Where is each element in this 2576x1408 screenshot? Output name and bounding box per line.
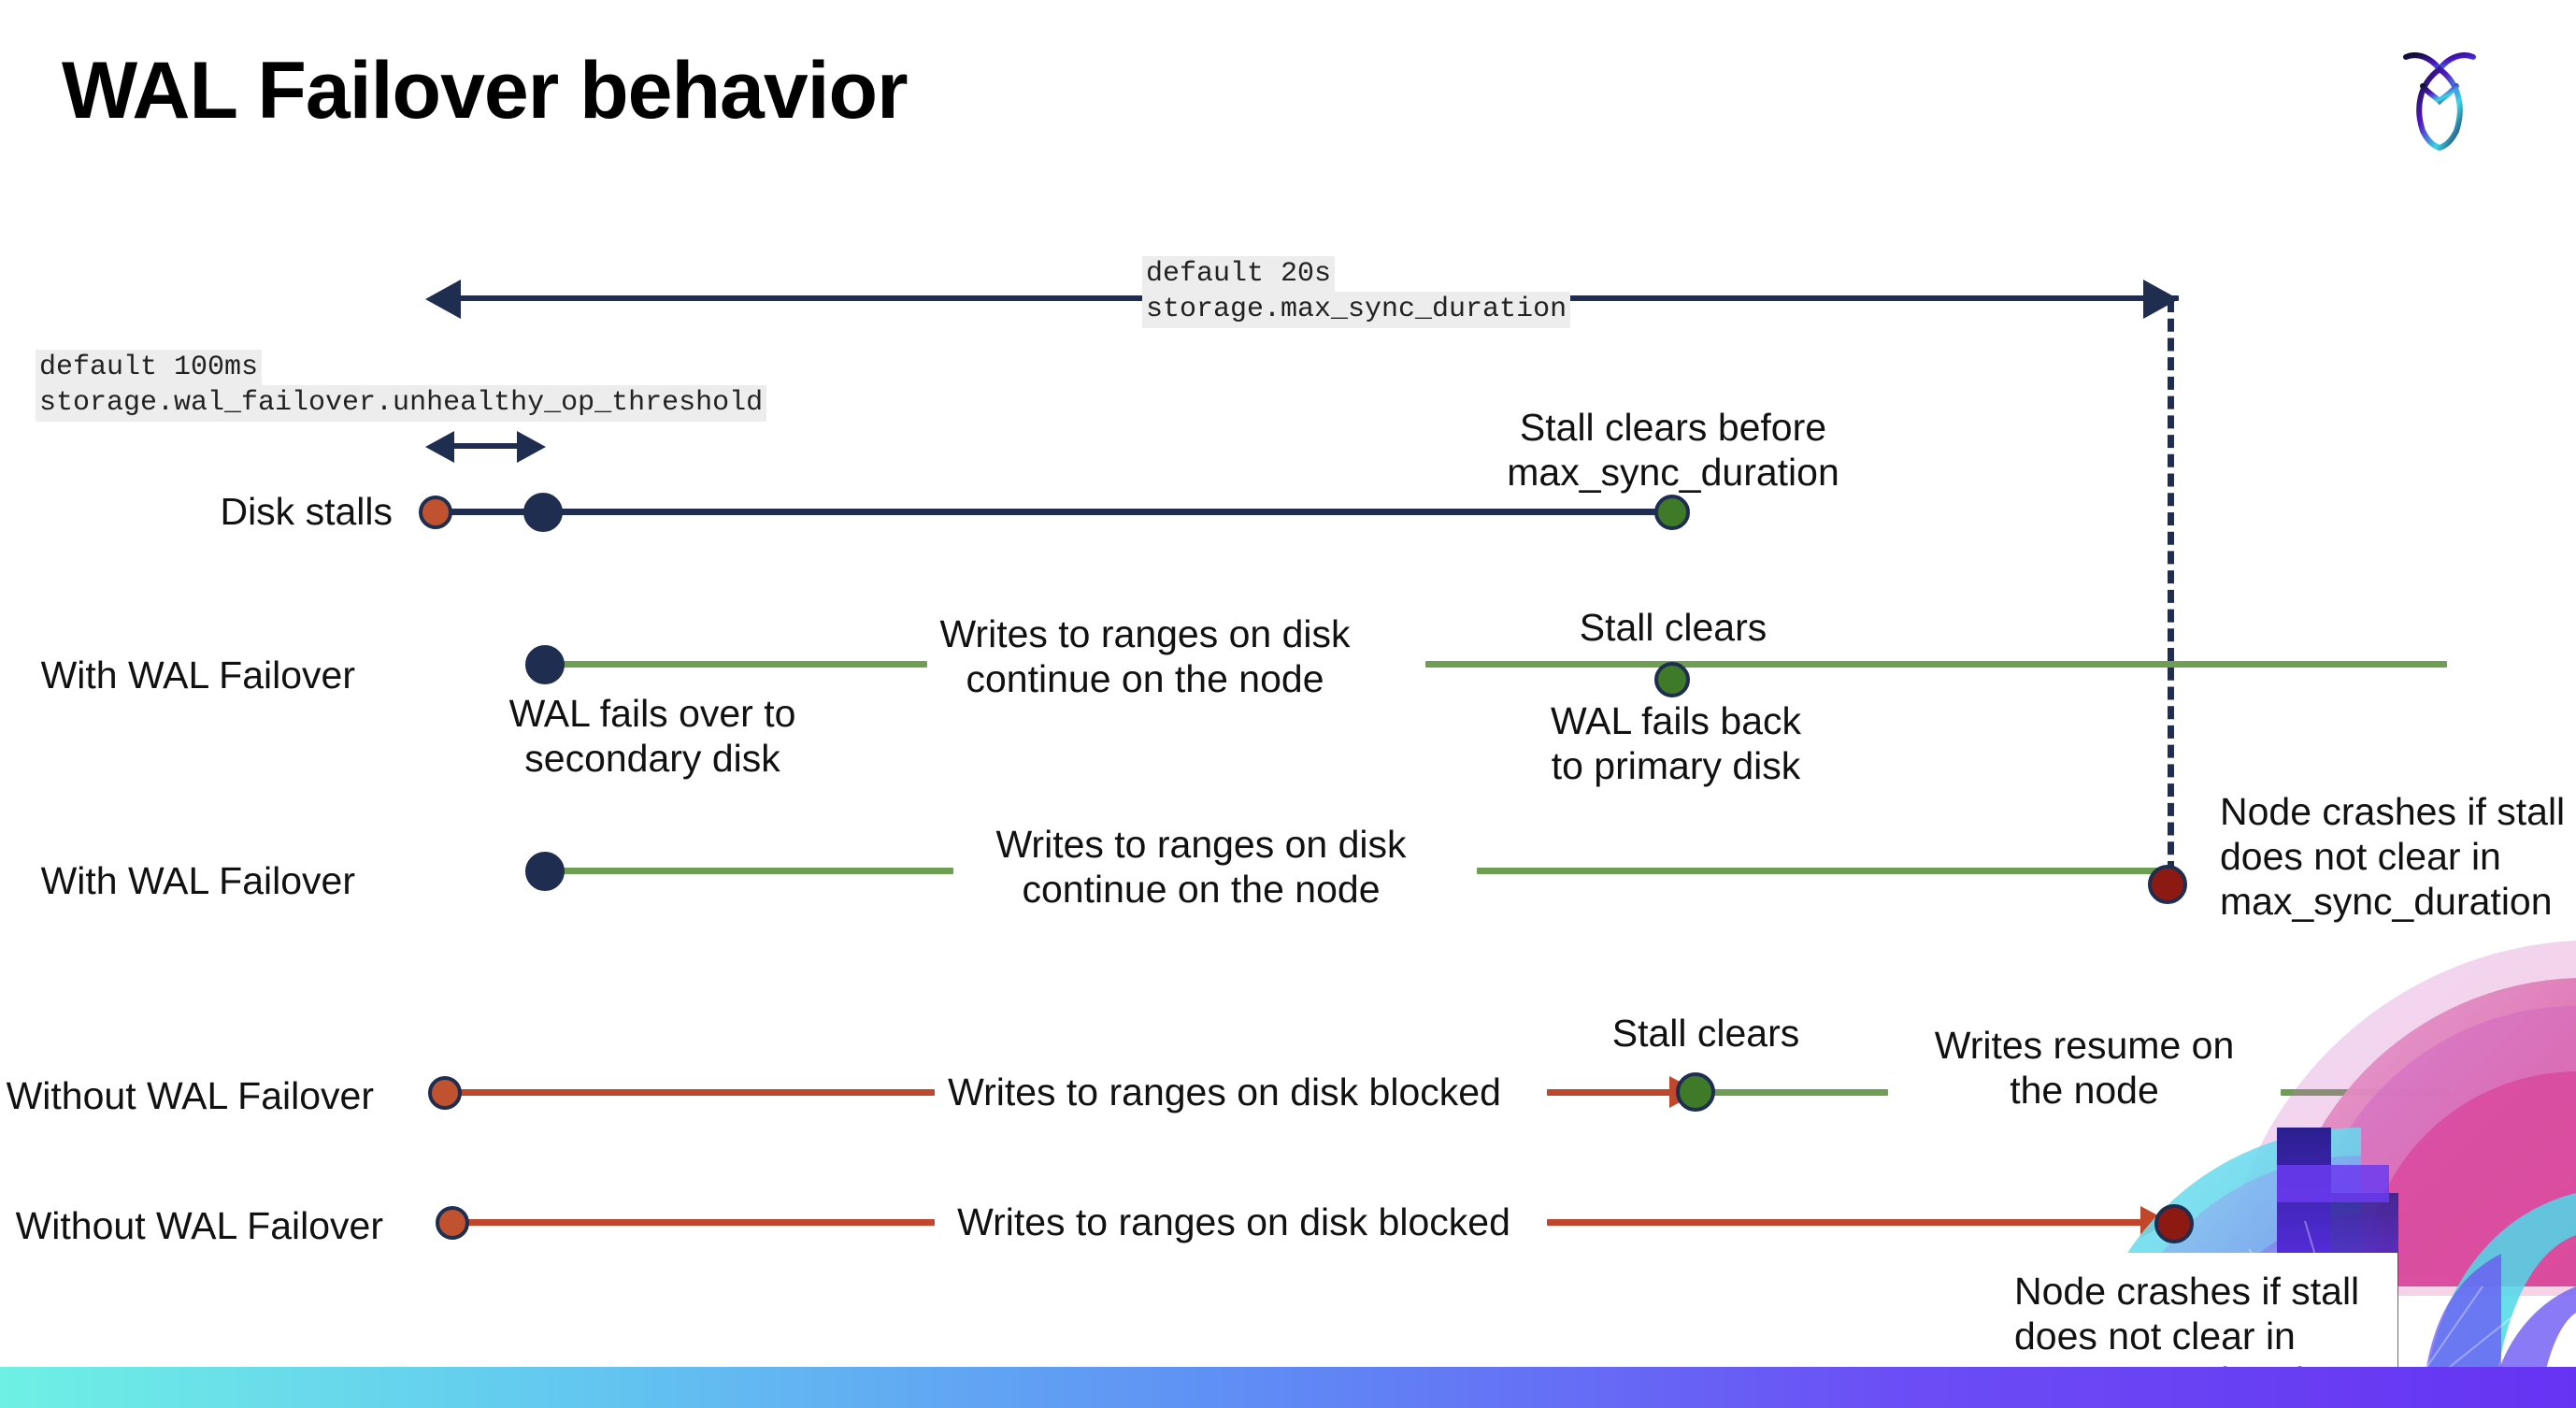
row5-stall-start-dot	[436, 1206, 469, 1240]
max-sync-duration-setting: default 20s storage.max_sync_duration	[1142, 256, 1571, 328]
bottom-gradient-bar	[0, 1367, 2576, 1408]
row3-failover-dot	[525, 852, 565, 891]
row-label-with-wal-failover-2: With WAL Failover	[40, 859, 355, 902]
row-label-without-wal-failover-2: Without WAL Failover	[15, 1204, 383, 1247]
max-sync-arrow-left-head	[425, 280, 461, 319]
row2-failover-dot	[525, 645, 565, 684]
anno-wal-fails-back: WAL fails back to primary disk	[1550, 699, 1802, 787]
anno-wal-fails-over: WAL fails over to secondary disk	[508, 692, 796, 780]
row2-stall-clear-dot	[1654, 662, 1690, 697]
anno-node-crashes-1: Node crashes if stall does not clear in …	[2220, 790, 2566, 923]
disk-stall-clear-dot	[1654, 495, 1690, 530]
row2-green-line-left	[542, 661, 927, 668]
anno-writes-resume: Writes resume on the node	[1934, 1024, 2235, 1112]
row3-crash-dot	[2148, 865, 2187, 904]
unhealthy-op-threshold-setting: default 100ms storage.wal_failover.unhea…	[36, 350, 767, 422]
row3-green-line-right	[1477, 868, 2168, 874]
threshold-arrow-right-head	[517, 431, 546, 463]
disk-stalls-line	[435, 509, 1683, 515]
row4-stall-clear-dot	[1676, 1072, 1715, 1112]
unhealthy-op-threshold-name: storage.wal_failover.unhealthy_op_thresh…	[36, 385, 767, 422]
anno-stall-clears-1: Stall clears	[1579, 606, 1767, 649]
row4-red-line-left	[449, 1089, 935, 1096]
threshold-arrow-line	[452, 443, 520, 449]
disk-stall-start-dot	[419, 496, 452, 529]
anno-writes-continue-1: Writes to ranges on disk continue on the…	[939, 612, 1351, 700]
row4-green-line-right	[2281, 1089, 2449, 1096]
row4-green-line-mid	[1710, 1089, 1888, 1096]
row5-crash-dot	[2154, 1204, 2194, 1243]
unhealthy-op-threshold-default: default 100ms	[36, 350, 263, 386]
anno-writes-continue-2: Writes to ranges on disk continue on the…	[995, 823, 1407, 911]
row-label-disk-stalls: Disk stalls	[220, 490, 393, 533]
max-sync-duration-name: storage.max_sync_duration	[1142, 292, 1571, 328]
anno-stall-clears-2: Stall clears	[1611, 1012, 1800, 1055]
anno-writes-blocked-1: Writes to ranges on disk blocked	[948, 1070, 1501, 1113]
anno-writes-blocked-2: Writes to ranges on disk blocked	[957, 1200, 1510, 1243]
max-sync-duration-dashed-guide	[2168, 299, 2174, 874]
row3-green-line-left	[542, 868, 953, 874]
page-title: WAL Failover behavior	[62, 46, 909, 136]
disk-stall-failover-dot	[523, 493, 563, 532]
row5-red-line-right	[1547, 1219, 2154, 1226]
cockroachdb-logo	[2374, 26, 2505, 157]
row2-green-line-right	[1425, 661, 2447, 668]
row4-stall-start-dot	[428, 1076, 462, 1110]
anno-stall-clears-before: Stall clears before max_sync_duration	[1507, 406, 1839, 494]
row4-red-line-right	[1547, 1089, 1678, 1096]
row-label-without-wal-failover-1: Without WAL Failover	[6, 1074, 374, 1117]
max-sync-duration-default: default 20s	[1142, 256, 1336, 293]
row-label-with-wal-failover-1: With WAL Failover	[40, 654, 355, 697]
row5-red-line-left	[458, 1219, 935, 1226]
threshold-arrow-left-head	[425, 431, 454, 463]
